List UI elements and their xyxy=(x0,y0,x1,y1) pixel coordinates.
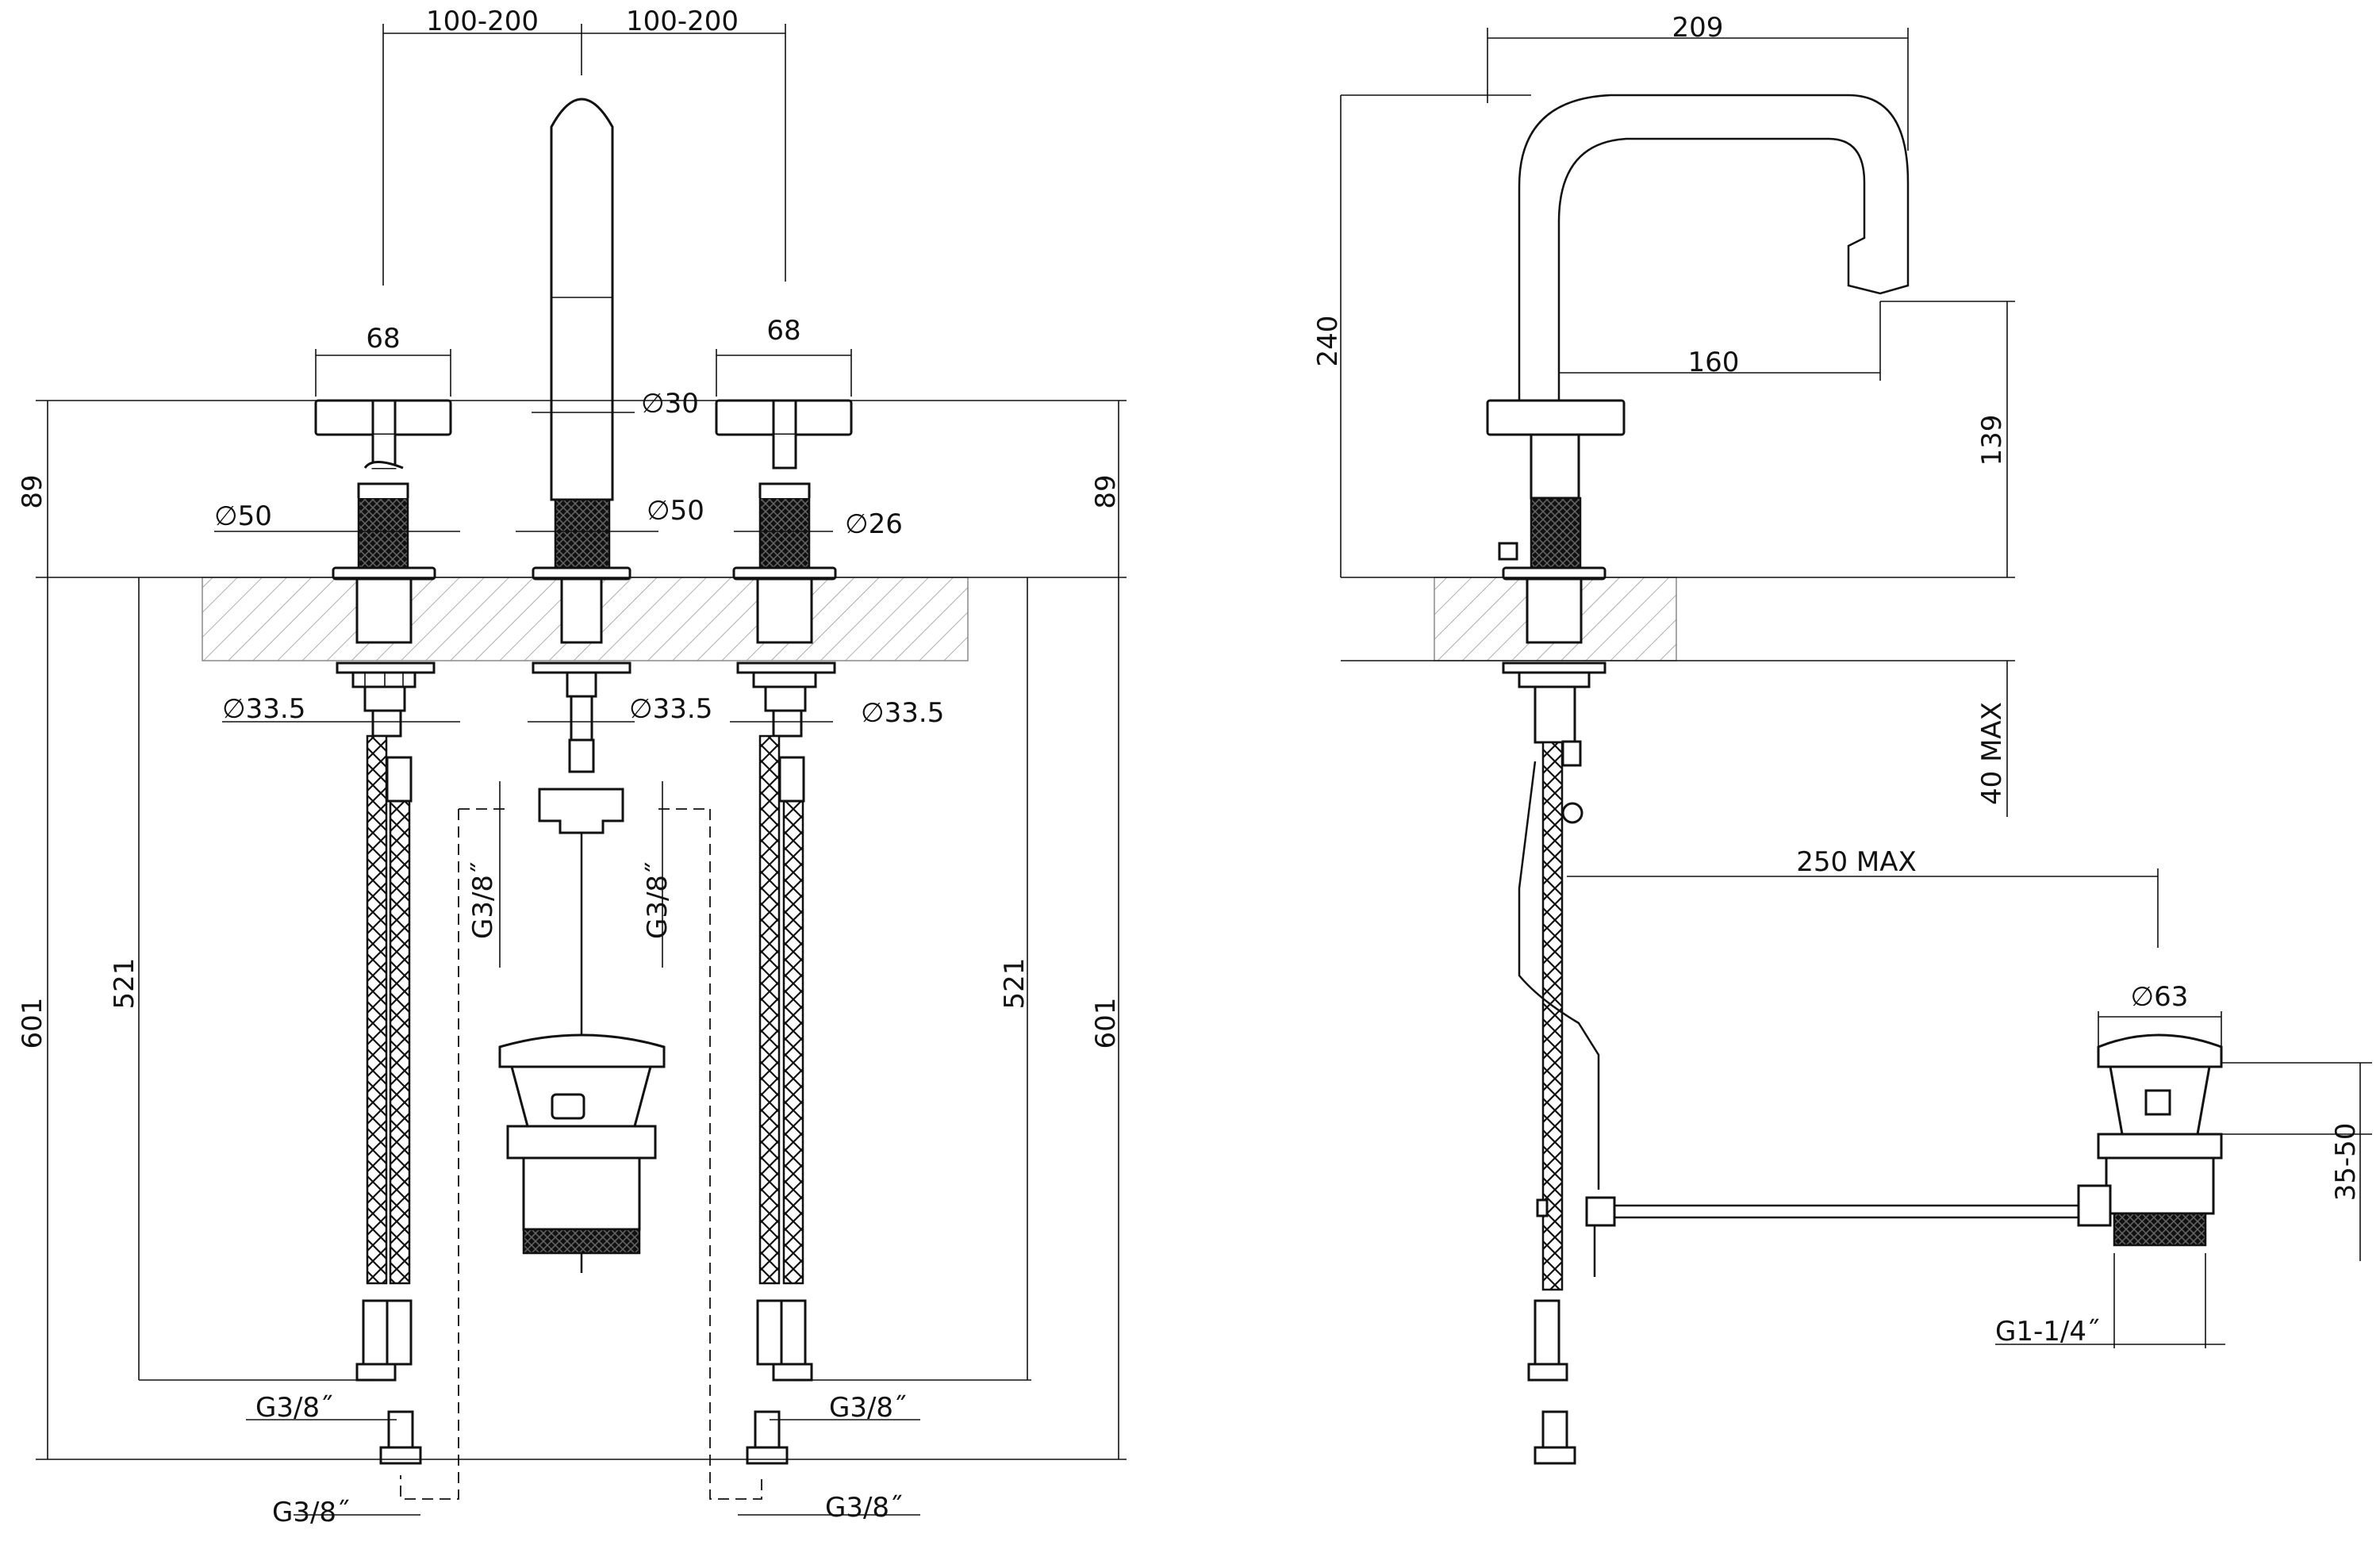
dim-waste-height: 35-50 xyxy=(2330,1123,2362,1202)
center-spout xyxy=(400,98,762,1500)
dim-height-left: 89 xyxy=(17,474,48,508)
dim-connector-center-left: G3/8˝ xyxy=(467,861,499,939)
dim-base-diameter-center: ∅50 xyxy=(647,495,704,527)
dim-hole-left: ∅33.5 xyxy=(222,693,305,725)
dim-hose-length-left: 521 xyxy=(109,958,140,1010)
dim-outlet-height: 139 xyxy=(1976,415,2008,466)
dim-spout-reach: 160 xyxy=(1688,347,1740,378)
dim-handle-width-left: 68 xyxy=(366,323,400,355)
dim-spout-diameter: ∅30 xyxy=(641,388,699,420)
dim-total-length-left: 601 xyxy=(17,998,48,1049)
left-valve xyxy=(314,399,452,1465)
dim-deck-thickness: 40 MAX xyxy=(1976,702,2008,805)
dim-height-right: 89 xyxy=(1090,474,1122,508)
dimension-labels: 100-200 100-200 68 68 ∅30 ∅50 ∅50 ∅26 ∅3… xyxy=(17,6,2362,1528)
dim-connector-center-right: G3/8˝ xyxy=(642,861,674,939)
dim-total-height: 240 xyxy=(1312,316,1344,367)
dim-spacing-left: 100-200 xyxy=(426,6,539,37)
dim-hole-right: ∅33.5 xyxy=(861,697,944,729)
dim-base-diameter-left: ∅50 xyxy=(214,500,272,532)
dim-connector-right-lower: G3/8˝ xyxy=(825,1492,903,1524)
dim-waste-thread: G1-1/4˝ xyxy=(1995,1316,2100,1348)
dim-base-diameter-right: ∅26 xyxy=(845,508,903,540)
side-dimensions xyxy=(1340,28,2372,1348)
dim-connector-left-upper: G3/8˝ xyxy=(255,1392,333,1424)
dim-spacing-right: 100-200 xyxy=(626,6,739,37)
dim-hole-center: ∅33.5 xyxy=(629,693,712,725)
right-valve xyxy=(715,399,853,1465)
dim-connector-left-lower: G3/8˝ xyxy=(272,1497,350,1528)
side-view xyxy=(1340,28,2372,1465)
dim-connector-right-upper: G3/8˝ xyxy=(829,1392,907,1424)
front-dimensions xyxy=(36,24,1127,1516)
dim-total-length-right: 601 xyxy=(1090,998,1122,1049)
dim-drain-distance: 250 MAX xyxy=(1796,846,1917,878)
dim-spout-projection: 209 xyxy=(1672,12,1724,44)
dim-hose-length-right: 521 xyxy=(999,958,1031,1010)
dim-waste-diameter: ∅63 xyxy=(2131,981,2189,1013)
front-view xyxy=(36,24,1127,1516)
dim-handle-width-right: 68 xyxy=(766,315,800,347)
